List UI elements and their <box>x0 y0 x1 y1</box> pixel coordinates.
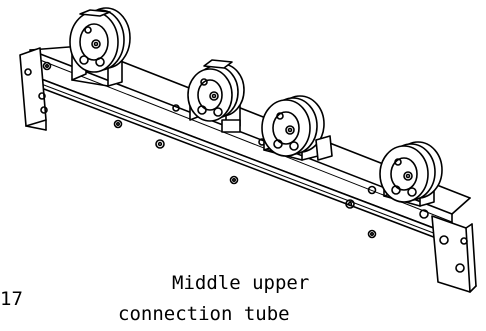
left-end-bracket <box>19 47 52 131</box>
figure-number-fragment: 17 <box>0 288 23 310</box>
caption-line-1: Middle upper <box>172 272 310 294</box>
pulley-assembly-4 <box>379 141 443 219</box>
pulley-assembly-3 <box>261 95 333 161</box>
right-end-bracket <box>431 215 477 293</box>
pulley-assembly-1 <box>69 7 131 87</box>
caption-line-2: connection tube <box>118 303 290 325</box>
tube-bolts <box>113 104 377 239</box>
pulley-assembly-2 <box>187 59 245 133</box>
